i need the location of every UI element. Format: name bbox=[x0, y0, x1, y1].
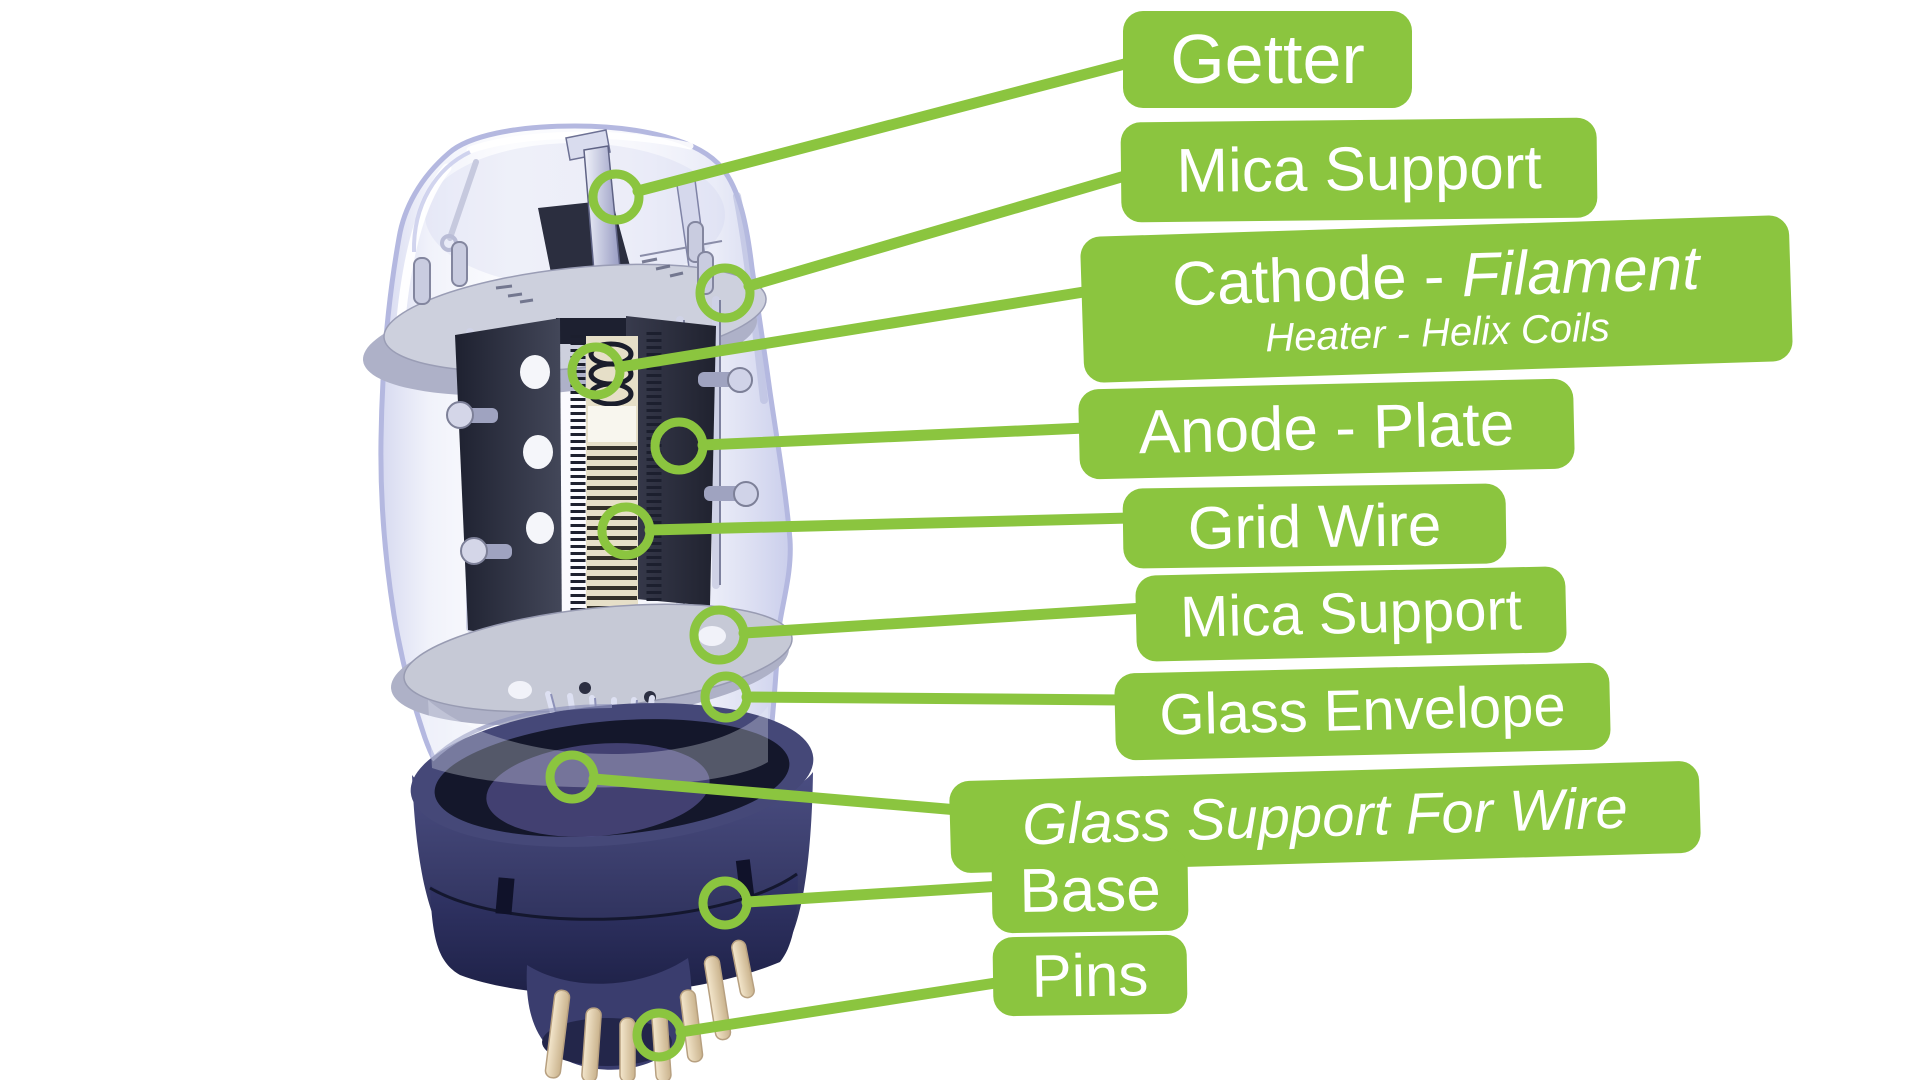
label-mica-support-top: Mica Support bbox=[1120, 117, 1598, 223]
base-notch-left bbox=[495, 877, 515, 915]
label-getter: Getter bbox=[1123, 11, 1412, 108]
mica-posts bbox=[413, 221, 714, 305]
label-cathode-filament: Cathode - Filament Heater - Helix Coils bbox=[1079, 214, 1794, 384]
leader-line-pins bbox=[675, 976, 1008, 1038]
leader-lines bbox=[588, 54, 1151, 1038]
leader-line-grid-wire bbox=[644, 512, 1136, 536]
label-mica-support-bottom: Mica Support bbox=[1135, 566, 1567, 662]
label-grid-wire-text: Grid Wire bbox=[1187, 490, 1442, 562]
label-glass-envelope-text: Glass Envelope bbox=[1158, 673, 1567, 748]
dome-support-wire-left bbox=[447, 159, 479, 241]
label-glass-support-for-wire-text: Glass Support For Wire bbox=[1021, 775, 1629, 857]
label-glass-envelope: Glass Envelope bbox=[1114, 662, 1611, 761]
leader-line-glass-envelope bbox=[741, 691, 1128, 706]
bottom-mica-rivet bbox=[579, 682, 591, 694]
label-pins-text: Pins bbox=[1031, 941, 1149, 1010]
leader-line-cathode-filament bbox=[614, 285, 1096, 373]
glass-front-sheen bbox=[428, 700, 768, 788]
leader-line-glass-support bbox=[588, 773, 964, 816]
label-pins: Pins bbox=[992, 934, 1188, 1017]
pins-back bbox=[703, 939, 755, 1041]
mica-etch-marks bbox=[495, 257, 684, 304]
base-rim-highlight bbox=[430, 704, 613, 762]
label-base: Base bbox=[991, 847, 1189, 934]
ring-pins bbox=[632, 1008, 686, 1062]
plate-screws bbox=[446, 367, 759, 565]
bottom-mica-hole bbox=[698, 626, 726, 646]
leader-line-anode-plate bbox=[697, 422, 1091, 451]
cathode-ceramic bbox=[588, 406, 636, 442]
label-cathode-prefix: Cathode - bbox=[1171, 241, 1463, 320]
bottom-mica-hole2 bbox=[508, 681, 532, 699]
label-getter-text: Getter bbox=[1170, 19, 1365, 98]
ring-mica-support-top bbox=[695, 263, 755, 323]
label-cathode-subtext: Heater - Helix Coils bbox=[1264, 305, 1611, 360]
ring-grid-wire bbox=[597, 502, 655, 560]
label-mica-support-bottom-text: Mica Support bbox=[1179, 576, 1523, 650]
label-anode-plate-text: Anode - Plate bbox=[1137, 390, 1516, 468]
leader-line-mica-support-bottom bbox=[738, 602, 1151, 639]
leader-line-getter bbox=[632, 54, 1146, 197]
ring-glass-support bbox=[545, 750, 599, 804]
callout-rings bbox=[545, 169, 755, 1062]
leader-line-base bbox=[741, 880, 1008, 908]
glass-stem-dome bbox=[486, 743, 710, 837]
label-grid-wire: Grid Wire bbox=[1122, 483, 1507, 569]
ring-getter bbox=[588, 169, 644, 225]
label-base-text: Base bbox=[1018, 854, 1162, 926]
plate-holes bbox=[520, 355, 554, 544]
ring-glass-envelope bbox=[700, 671, 752, 723]
ring-cathode-filament bbox=[567, 342, 625, 400]
label-anode-plate: Anode - Plate bbox=[1078, 378, 1575, 480]
label-cathode-filament-main: Cathode - Filament bbox=[1171, 234, 1701, 320]
leader-line-mica-support-top bbox=[743, 167, 1141, 292]
anode-plate-left bbox=[455, 318, 562, 648]
ring-anode-plate bbox=[650, 417, 708, 475]
ring-mica-support-bottom bbox=[689, 605, 749, 665]
mica-etch-line bbox=[639, 240, 723, 257]
label-cathode-italic: Filament bbox=[1460, 234, 1701, 311]
ring-base bbox=[698, 876, 752, 930]
pins-front bbox=[544, 989, 704, 1080]
label-mica-support-top-text: Mica Support bbox=[1176, 133, 1542, 207]
base-seam bbox=[429, 872, 798, 921]
